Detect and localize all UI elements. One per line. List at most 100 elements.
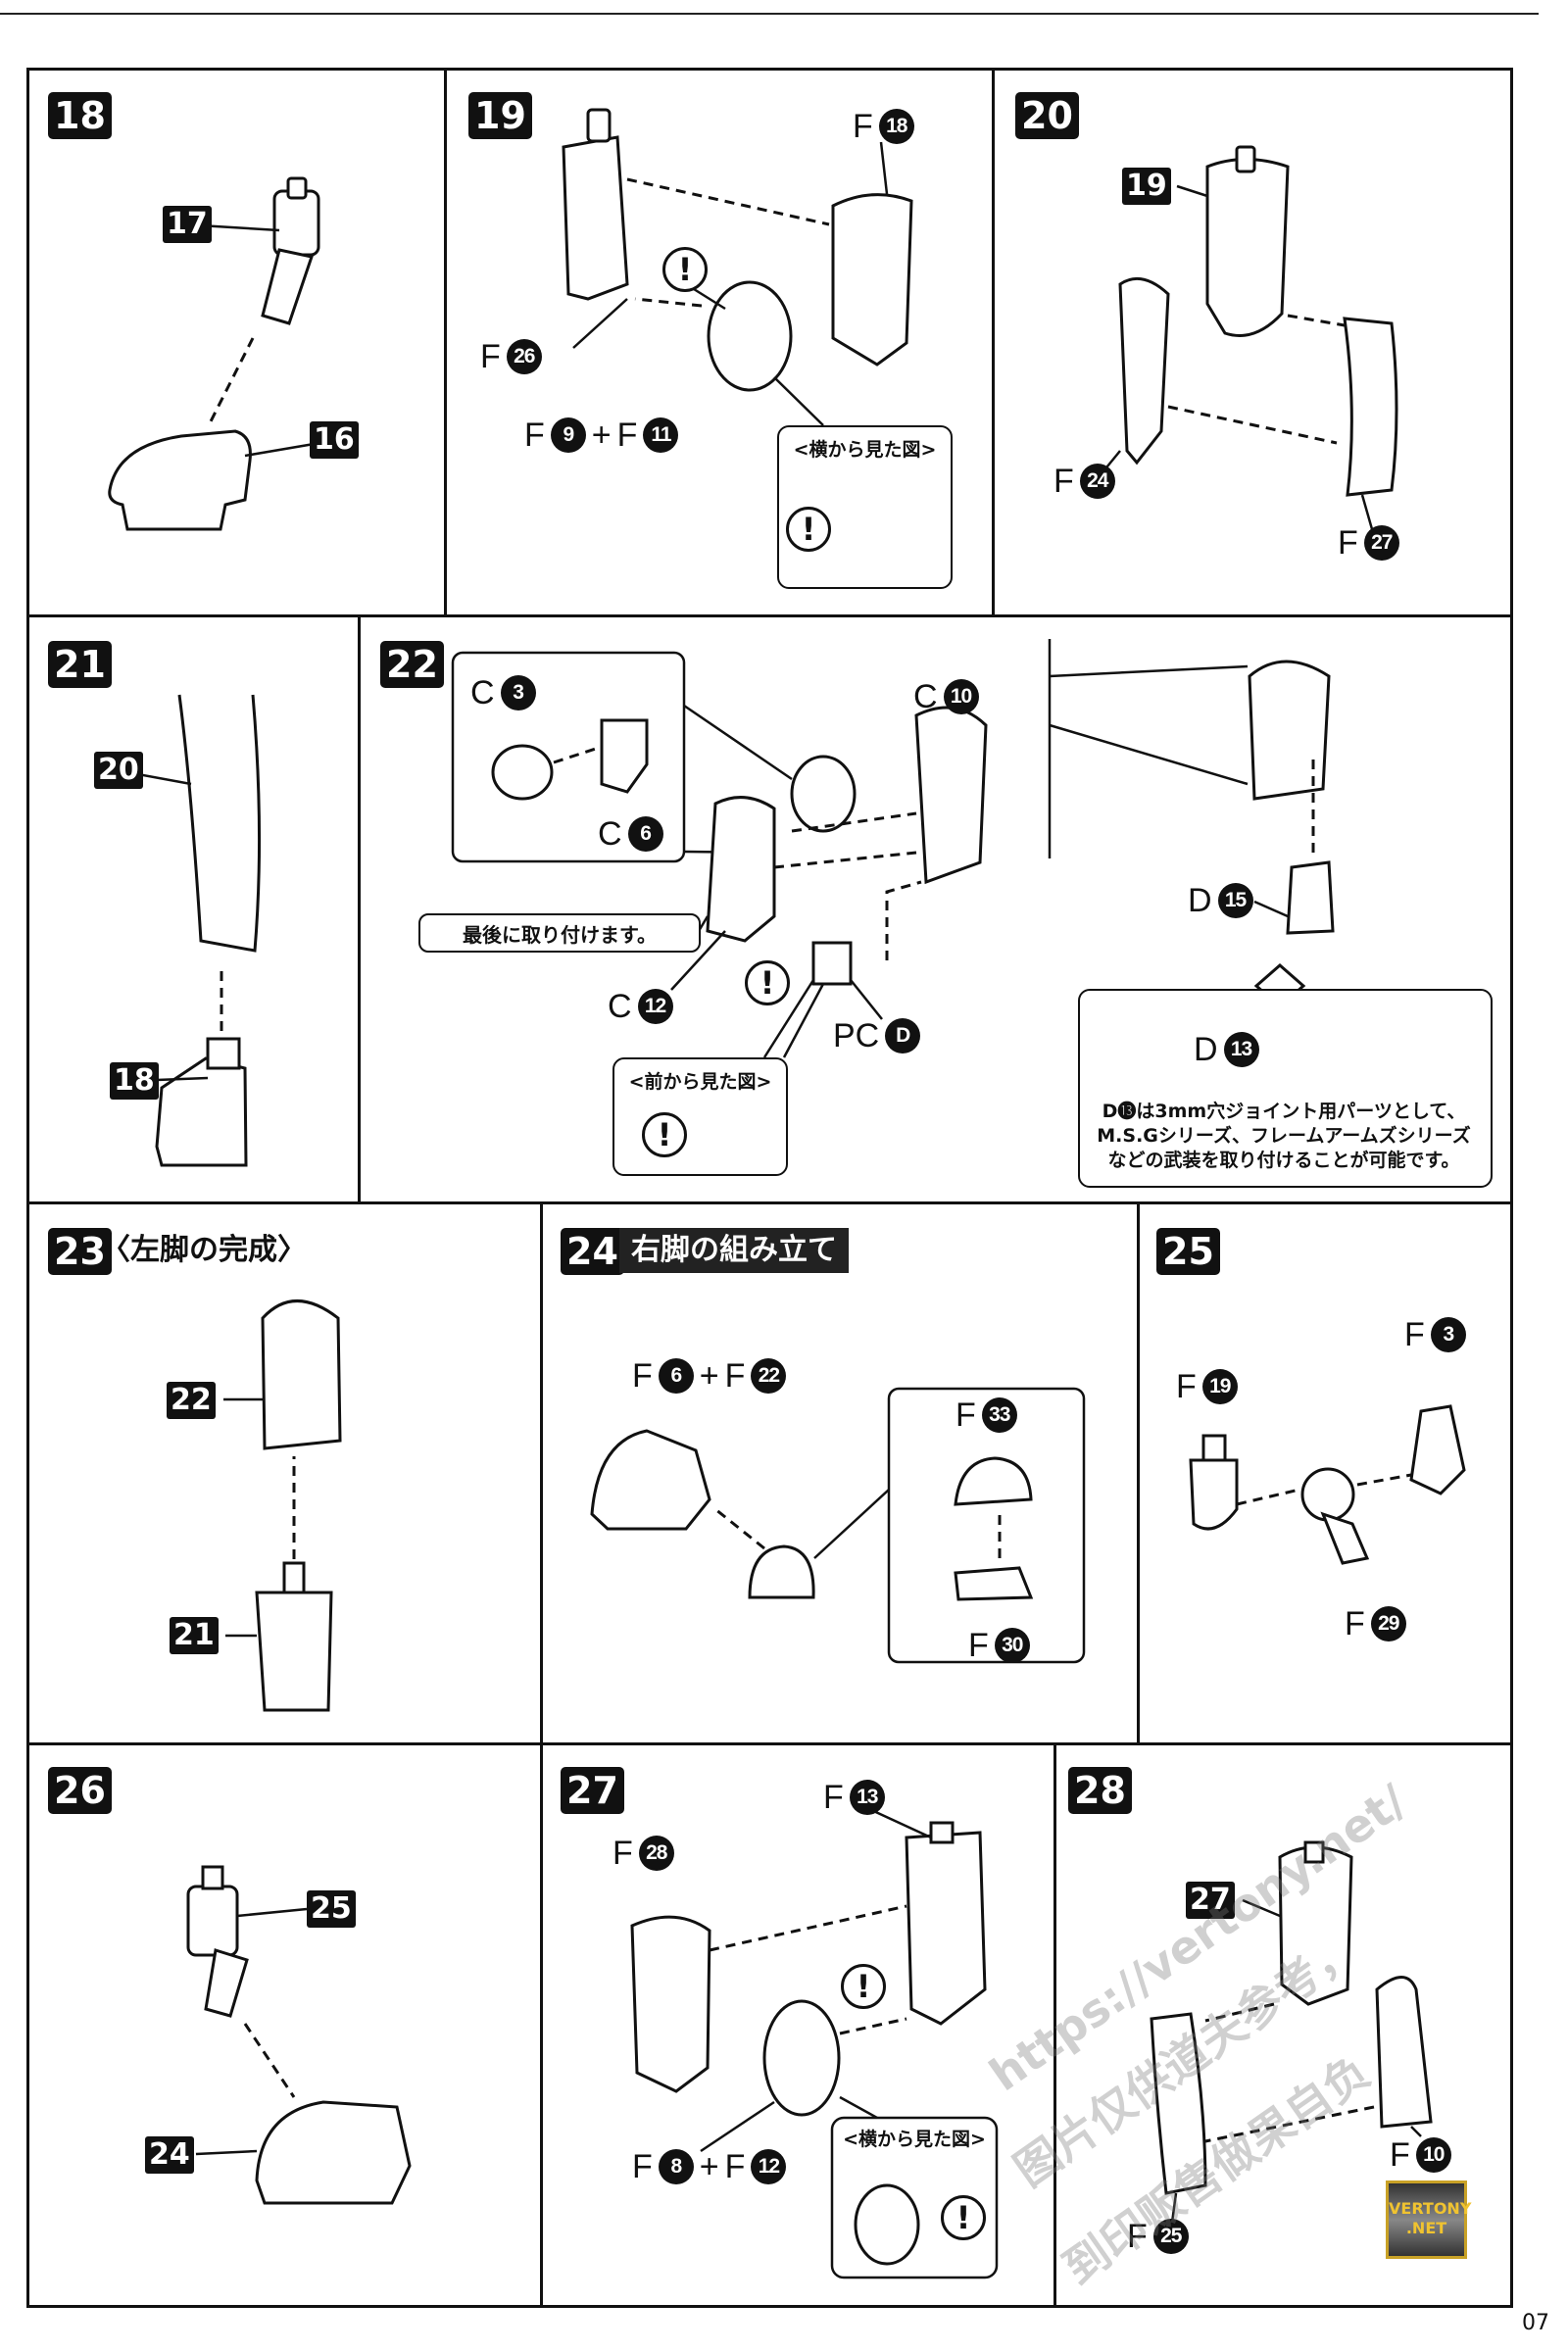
step-number: 20 <box>1015 92 1079 139</box>
part-f30 <box>954 1566 1034 1601</box>
row-divider <box>26 614 1513 617</box>
step-number: 28 <box>1068 1767 1132 1814</box>
callout-title: <横から見た図> <box>843 2129 986 2150</box>
part-f26-leg <box>562 135 629 301</box>
side-view-callout <box>830 2116 999 2279</box>
part-25-joint <box>186 1885 239 1957</box>
col-divider <box>540 1743 543 2308</box>
part-f10 <box>1375 1976 1433 2129</box>
part-f18-shell <box>831 193 913 367</box>
top-rule <box>0 13 1539 15</box>
part-18-foot <box>155 1056 248 1167</box>
row-divider <box>26 1201 1513 1204</box>
part-callout: 19 <box>1122 168 1171 205</box>
callout-title: <前から見た図> <box>628 1071 772 1093</box>
part-c10 <box>914 706 988 885</box>
part-24-shoe <box>255 2100 412 2205</box>
col-divider <box>1054 1743 1056 2308</box>
part-c12-shell <box>1248 660 1331 801</box>
part-callout: 20 <box>94 752 143 789</box>
part-f6-f22-shoe <box>590 1429 711 1531</box>
part-f19 <box>1189 1458 1239 1531</box>
foot-cap <box>748 1544 815 1599</box>
part-callout: 27 <box>1186 1882 1235 1919</box>
part-callout: 17 <box>163 206 212 243</box>
col-divider <box>358 615 361 1203</box>
part-27-assembly <box>1278 1845 1353 2006</box>
part-f9-f11-puck <box>707 280 793 392</box>
part-16-shoe <box>108 429 252 531</box>
part-f33 <box>954 1456 1033 1506</box>
step-number: 21 <box>48 641 112 688</box>
part-ring <box>1300 1467 1355 1522</box>
part-callout: 25 <box>307 1890 356 1928</box>
part-20-leg <box>177 694 262 953</box>
front-view-callout: <前から見た図> <box>612 1057 788 1176</box>
part-f25 <box>1150 2012 1207 2195</box>
part-pc-d <box>811 941 853 986</box>
part-22-assembly <box>261 1299 342 1450</box>
col-divider <box>1137 1202 1140 1744</box>
part-f24 <box>1118 276 1170 466</box>
caution-icon: ! <box>745 960 790 1005</box>
callout-title: <横から見た図> <box>793 439 937 461</box>
part-callout: 24 <box>145 2136 194 2174</box>
part-d15 <box>1286 860 1335 935</box>
caution-icon: ! <box>662 247 708 292</box>
caution-icon: ! <box>941 2195 986 2240</box>
part-callout: 22 <box>167 1382 216 1419</box>
row-divider <box>26 1742 1513 1745</box>
part-f3 <box>1409 1404 1466 1495</box>
caution-icon: ! <box>642 1112 687 1157</box>
part-c12 <box>706 796 776 943</box>
step-title: 〈左脚の完成〉 <box>101 1233 307 1267</box>
step-title: 右脚の組み立て <box>619 1228 849 1273</box>
part-17-joint <box>261 176 320 325</box>
step-number: 18 <box>48 92 112 139</box>
part-f28 <box>630 1915 711 2093</box>
step-number: 19 <box>468 92 532 139</box>
col-divider <box>992 68 995 616</box>
part-19 <box>1205 158 1290 337</box>
part-callout: 16 <box>310 421 359 459</box>
col-divider <box>540 1202 543 1744</box>
col-divider <box>444 68 447 616</box>
assembly-arrow <box>209 337 255 422</box>
part-c3 <box>491 744 554 801</box>
subassembly-inset <box>887 1387 1086 1664</box>
part-callout: 21 <box>170 1617 219 1654</box>
page-number: 07 <box>1522 2311 1549 2335</box>
caution-icon: ! <box>841 1964 886 2009</box>
caution-icon: ! <box>786 507 831 552</box>
part-f27 <box>1343 317 1398 497</box>
info-text: D⓭は3mm穴ジョイント用パーツとして、 M.S.Gシリーズ、フレームアームズシ… <box>1097 1101 1471 1171</box>
step-number: 23 <box>48 1228 112 1275</box>
step-number: 25 <box>1156 1228 1220 1275</box>
part-f13-leg <box>905 1831 987 2026</box>
vertony-logo: VERTONY .NET <box>1386 2180 1471 2259</box>
note-bubble: 最後に取り付けます。 <box>418 913 701 953</box>
step-number: 26 <box>48 1767 112 1814</box>
part-f8-f12-puck <box>762 1999 841 2117</box>
